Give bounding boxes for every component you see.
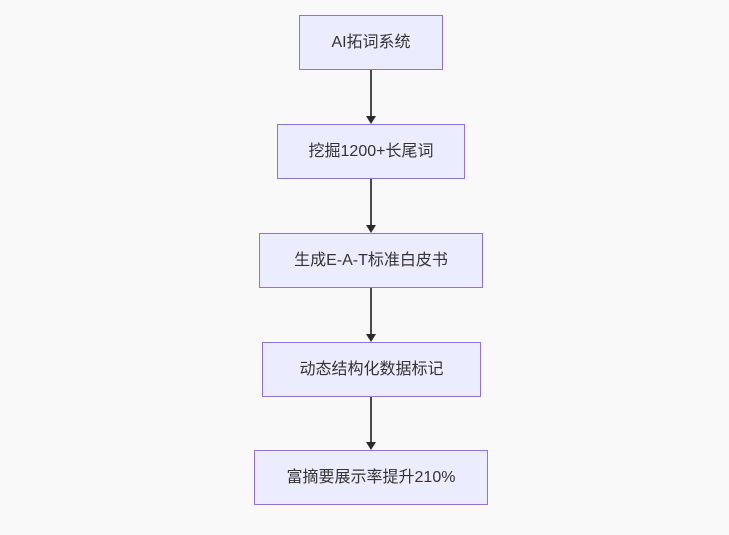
flow-node-ai-word-system: AI拓词系统 [299,15,443,70]
flow-arrow-3 [364,288,378,342]
arrow-line [370,288,372,334]
flow-node-label: 动态结构化数据标记 [299,360,444,378]
flow-node-label: 挖掘1200+长尾词 [308,142,434,160]
flow-arrow-1 [364,70,378,124]
arrow-down-icon [366,225,376,233]
arrow-line [370,179,372,225]
arrow-down-icon [366,442,376,450]
arrow-line [370,397,372,442]
flow-node-longtail-mining: 挖掘1200+长尾词 [277,124,465,179]
arrow-down-icon [366,334,376,342]
flow-arrow-4 [364,397,378,450]
arrow-down-icon [366,116,376,124]
flow-node-label: 生成E-A-T标准白皮书 [294,251,448,269]
flow-node-structured-data: 动态结构化数据标记 [262,342,481,397]
flow-arrow-2 [364,179,378,233]
flow-node-eat-whitepaper: 生成E-A-T标准白皮书 [259,233,483,288]
flow-node-label: 富摘要展示率提升210% [286,468,456,486]
arrow-line [370,70,372,116]
flow-node-label: AI拓词系统 [331,33,411,51]
flow-node-rich-snippet-result: 富摘要展示率提升210% [254,450,488,505]
